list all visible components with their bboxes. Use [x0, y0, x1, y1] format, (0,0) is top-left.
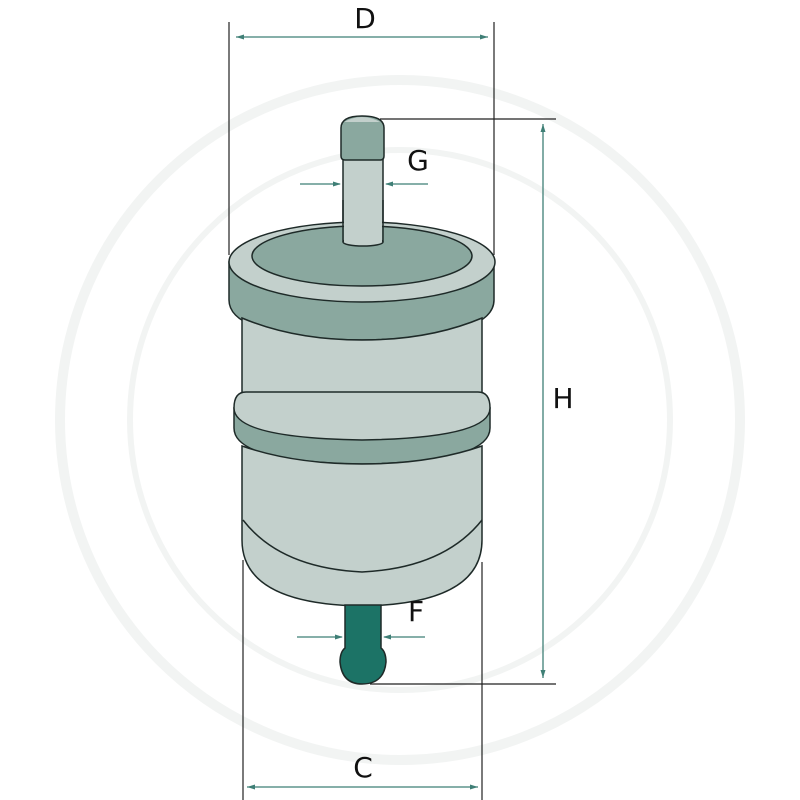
dimension-c: C [247, 751, 478, 790]
label-d: D [354, 2, 376, 35]
top-cap [228, 200, 496, 341]
extension-lines [228, 22, 556, 800]
outlet-pipe [339, 604, 387, 685]
dimension-g: G [300, 144, 429, 187]
dimension-d: D [236, 2, 488, 40]
watermark [55, 75, 745, 765]
dimension-f: F [297, 595, 425, 640]
upper-body [241, 316, 483, 401]
label-f: F [408, 595, 424, 628]
dimension-h: H [540, 124, 574, 678]
label-h: H [552, 382, 573, 415]
middle-ring [233, 391, 491, 465]
lower-body [241, 444, 483, 607]
label-g: G [407, 144, 429, 177]
label-c: C [353, 751, 373, 784]
